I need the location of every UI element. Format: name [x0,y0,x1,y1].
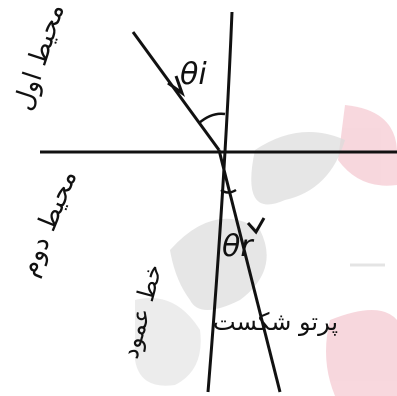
refracted-ray-label-text: پرتو شکست [213,308,338,336]
incident-ray [131,31,221,151]
incident-ray-arrow [167,75,185,97]
refracted-ray-arrow [246,217,266,235]
watermark [135,105,397,396]
incident-angle-label: θi [180,57,207,92]
incident-angle-arc [198,112,226,124]
medium-1-label: محیط اول [8,0,71,114]
refracted-ray [217,149,282,393]
medium-2-label: محیط دوم [14,166,84,281]
refraction-angle-label: θr [222,229,254,264]
refracted-ray-label: پرتو شکست [213,308,338,336]
refraction-angle-arc [220,188,237,194]
